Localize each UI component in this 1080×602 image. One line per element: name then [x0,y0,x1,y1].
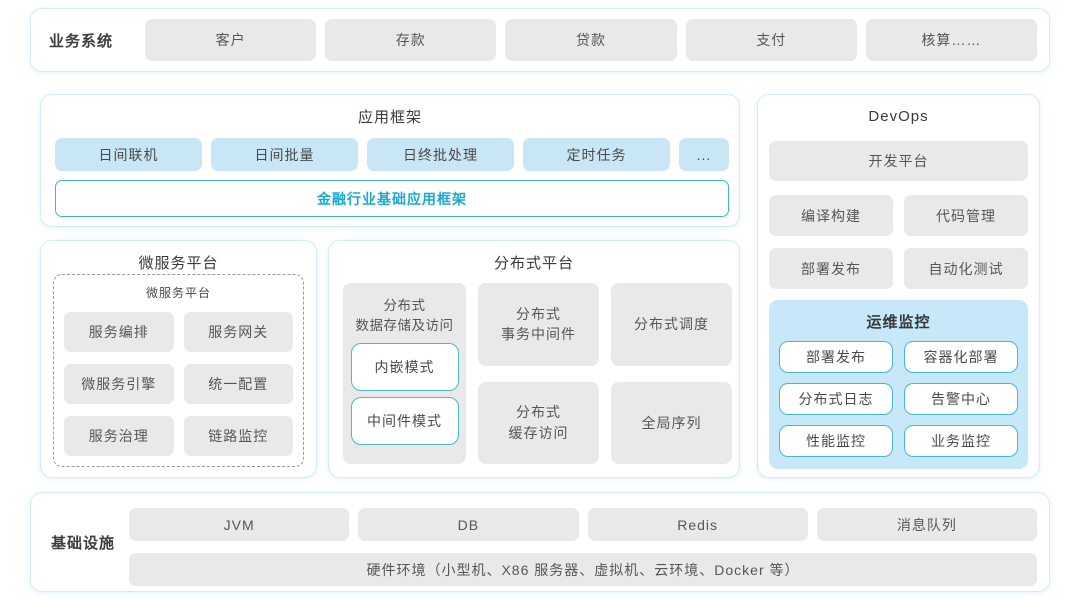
middleware-mode-box: 中间件模式 [350,397,459,446]
distributed-storage-box: 分布式 数据存储及访问 内嵌模式 中间件模式 [343,283,466,464]
distributed-scheduling-box: 分布式调度 [611,283,732,366]
microservice-platform-title: 微服务平台 [138,255,219,272]
business-systems-items: 客户 存款 贷款 支付 核算…… [145,19,1038,61]
business-system-loan: 贷款 [505,19,677,61]
svc-unified-config: 统一配置 [183,364,293,404]
monitor-deploy-release: 部署发布 [779,341,893,373]
dev-platform-box: 开发平台 [769,141,1028,181]
module-scheduled-task: 定时任务 [523,138,670,171]
hardware-environment-box: 硬件环境（小型机、X86 服务器、虚拟机、云环境、Docker 等） [129,553,1037,586]
infrastructure-body: JVM DB Redis 消息队列 硬件环境（小型机、X86 服务器、虚拟机、云… [129,508,1037,586]
app-framework-modules: 日间联机 日间批量 日终批处理 定时任务 ... [55,138,729,171]
tool-deploy-release: 部署发布 [769,248,893,289]
infra-message-queue: 消息队列 [816,508,1037,541]
app-framework-panel: 应用框架 日间联机 日间批量 日终批处理 定时任务 ... 金融行业基础应用框架 [40,94,740,227]
svc-gateway: 服务网关 [183,312,293,352]
devops-title: DevOps [868,108,929,125]
distributed-platform-body: 分布式 数据存储及访问 内嵌模式 中间件模式 分布式 事务中间件 分布式 缓存访… [343,283,732,464]
infra-jvm: JVM [129,508,350,541]
monitor-container-deploy: 容器化部署 [904,341,1018,373]
module-daytime-online: 日间联机 [55,138,202,171]
microservice-inner-box: 微服务平台 服务编排 服务网关 微服务引擎 统一配置 服务治理 链路监控 [53,274,304,467]
distributed-col-2: 分布式 事务中间件 分布式 缓存访问 [478,283,599,464]
infrastructure-items: JVM DB Redis 消息队列 [129,508,1037,541]
distributed-platform-panel: 分布式平台 分布式 数据存储及访问 内嵌模式 中间件模式 分布式 事务中间件 分… [328,240,740,478]
app-framework-title: 应用框架 [357,109,422,126]
infra-db: DB [358,508,579,541]
infrastructure-panel: 基础设施 JVM DB Redis 消息队列 硬件环境（小型机、X86 服务器、… [30,492,1050,592]
distributed-cache-box: 分布式 缓存访问 [478,381,599,464]
distributed-storage-label: 分布式 数据存储及访问 [355,298,454,333]
business-systems-label: 业务系统 [49,32,114,50]
svc-engine: 微服务引擎 [64,364,174,404]
module-daytime-batch: 日间批量 [211,138,358,171]
distributed-platform-title: 分布式平台 [493,255,574,272]
global-sequence-box: 全局序列 [611,381,732,464]
finance-base-framework-banner: 金融行业基础应用框架 [55,180,729,217]
svc-trace-monitor: 链路监控 [183,416,293,456]
ops-monitoring-items: 部署发布 容器化部署 分布式日志 告警中心 性能监控 业务监控 [779,341,1018,457]
ops-monitoring-title: 运维监控 [866,314,931,331]
monitor-alert-center: 告警中心 [904,383,1018,415]
business-systems-panel: 业务系统 客户 存款 贷款 支付 核算…… [30,8,1050,72]
module-eod-batch: 日终批处理 [367,138,514,171]
distributed-col-3: 分布式调度 全局序列 [611,283,732,464]
embedded-mode-box: 内嵌模式 [350,343,459,392]
infrastructure-label: 基础设施 [51,534,116,552]
microservice-items: 服务编排 服务网关 微服务引擎 统一配置 服务治理 链路监控 [64,312,293,456]
distributed-transaction-box: 分布式 事务中间件 [478,283,599,366]
tool-automated-testing: 自动化测试 [904,248,1028,289]
svc-orchestration: 服务编排 [64,312,174,352]
business-system-customer: 客户 [145,19,317,61]
monitor-performance: 性能监控 [779,425,893,457]
business-system-payment: 支付 [685,19,857,61]
ops-monitoring-panel: 运维监控 部署发布 容器化部署 分布式日志 告警中心 性能监控 业务监控 [769,300,1028,469]
svc-governance: 服务治理 [64,416,174,456]
infra-redis: Redis [587,508,808,541]
monitor-business: 业务监控 [904,425,1018,457]
devops-tools: 编译构建 代码管理 部署发布 自动化测试 [769,195,1028,289]
devops-panel: DevOps 开发平台 编译构建 代码管理 部署发布 自动化测试 运维监控 部署… [757,94,1040,478]
module-more-ellipsis: ... [679,138,729,171]
monitor-distributed-log: 分布式日志 [779,383,893,415]
business-system-deposit: 存款 [325,19,497,61]
devops-body: 开发平台 编译构建 代码管理 部署发布 自动化测试 运维监控 部署发布 容器化部… [769,141,1028,469]
microservice-inner-title: 微服务平台 [145,286,211,300]
business-system-accounting: 核算…… [865,19,1038,61]
tool-code-management: 代码管理 [904,195,1028,236]
tool-compile-build: 编译构建 [769,195,893,236]
microservice-platform-panel: 微服务平台 微服务平台 服务编排 服务网关 微服务引擎 统一配置 服务治理 链路… [40,240,317,478]
